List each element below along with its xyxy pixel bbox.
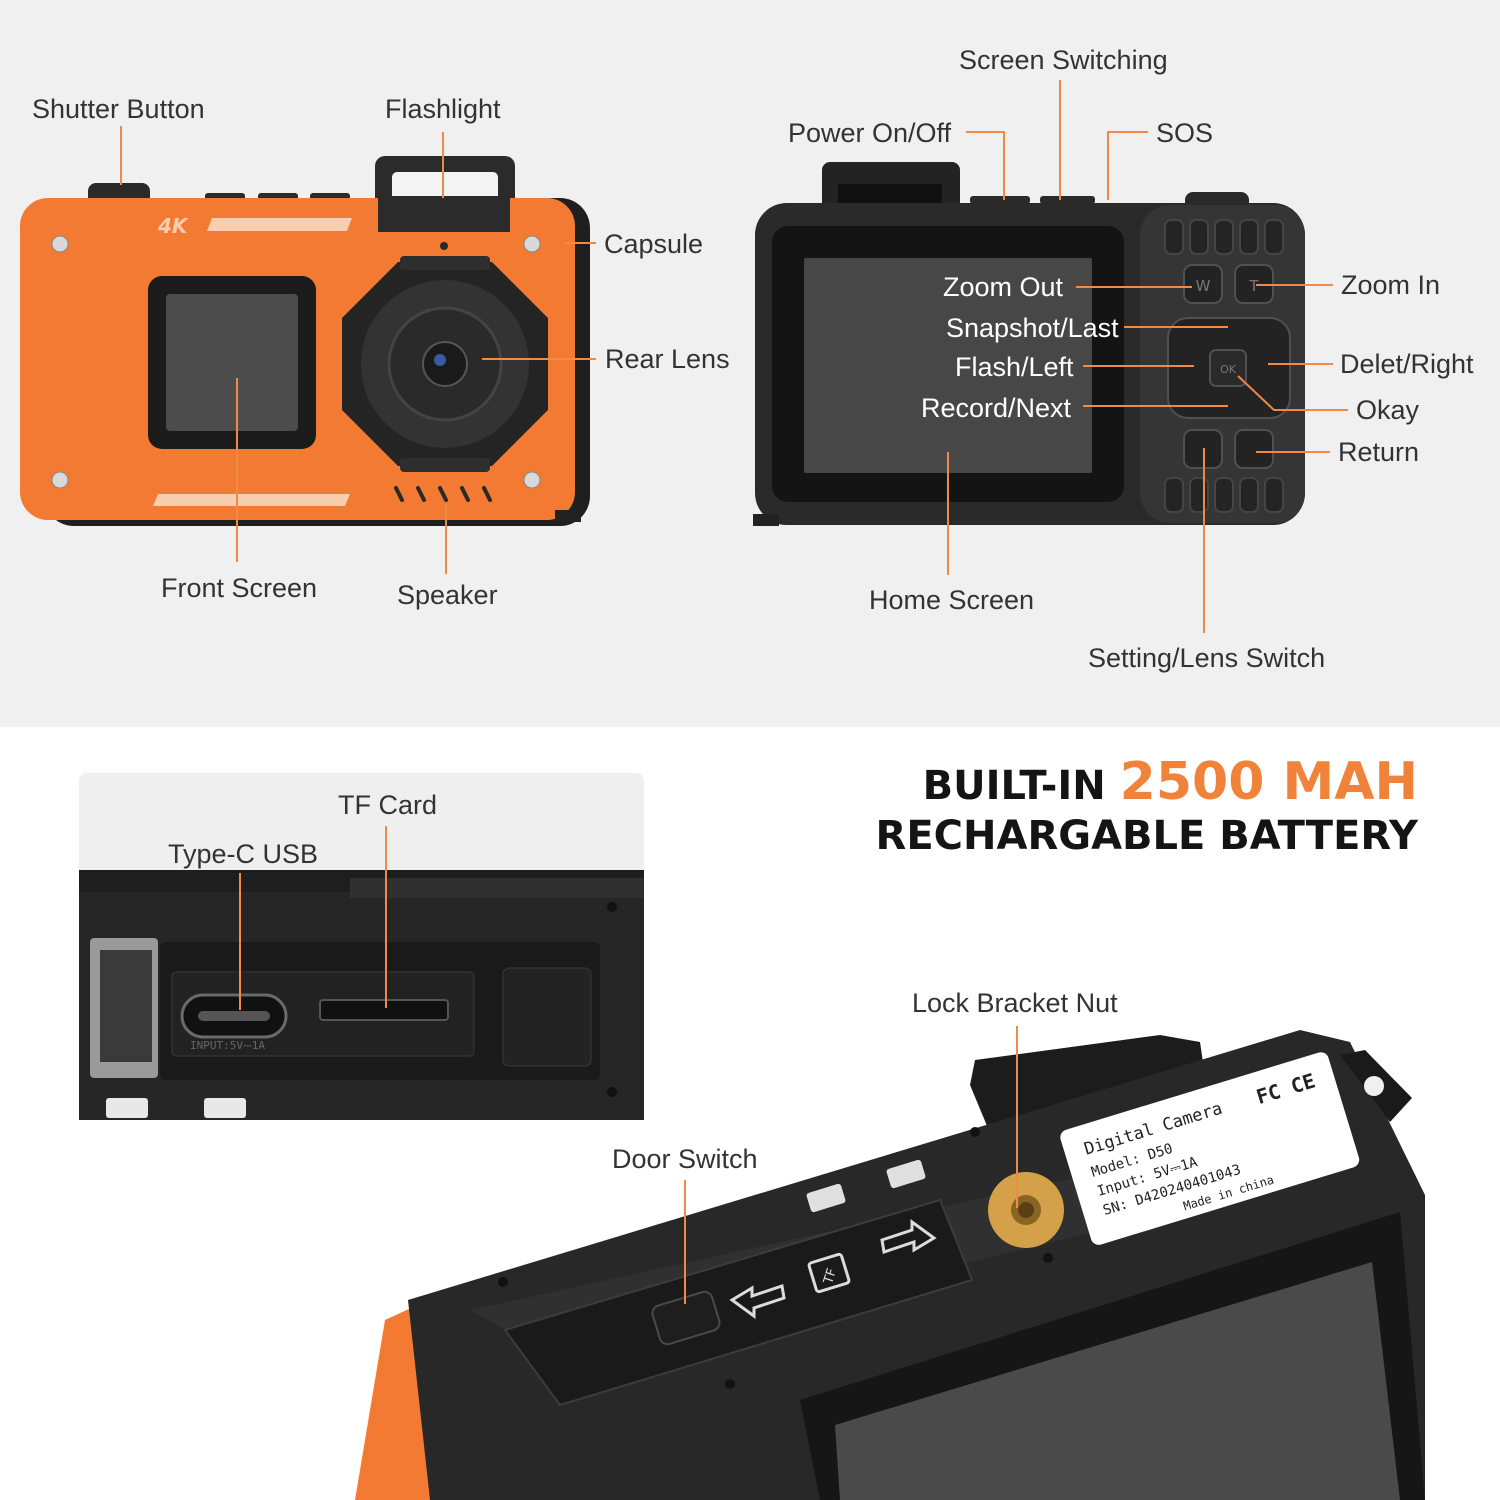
w-glyph: W <box>1196 277 1211 295</box>
t-glyph: T <box>1248 277 1259 295</box>
return-button-shape <box>1234 429 1274 469</box>
zoom-out-button-shape <box>1183 264 1223 304</box>
battery-door <box>503 1198 974 1407</box>
label-setting-lens-switch: Setting/Lens Switch <box>1088 643 1326 673</box>
headline-capacity: 2500 MAH <box>1119 752 1418 812</box>
ok-glyph: OK <box>1220 363 1237 376</box>
label-speaker: Speaker <box>397 580 498 610</box>
ports-closeup: INPUT:5V⎓1A <box>79 773 644 1120</box>
front-camera-illustration: 4K <box>20 156 590 526</box>
label-rear-lens: Rear Lens <box>605 344 730 374</box>
label-tf-card: TF Card <box>338 790 438 820</box>
bottom-screen-display <box>835 1262 1400 1500</box>
back-leader-lines <box>947 80 1348 633</box>
label-okay: Okay <box>1356 395 1420 425</box>
badge-4k: 4K <box>157 214 189 238</box>
label-return: Return <box>1338 437 1420 467</box>
label-lock-bracket-nut: Lock Bracket Nut <box>912 988 1118 1018</box>
bottom-camera-illustration: TF Digital Camera Model: D50 Input: 5V⎓1… <box>355 1030 1425 1500</box>
label-capsule: Capsule <box>604 229 704 259</box>
label-delete-right: Delet/Right <box>1340 349 1474 379</box>
speaker-grille <box>394 486 492 502</box>
back-camera-illustration: W T OK <box>753 162 1305 526</box>
label-snapshot-last: Snapshot/Last <box>946 313 1119 343</box>
door-switch-shape <box>651 1290 721 1346</box>
label-front-screen: Front Screen <box>161 573 318 603</box>
label-sos: SOS <box>1156 118 1214 148</box>
ok-button-shape <box>1209 349 1247 387</box>
home-screen-display <box>804 258 1092 473</box>
headline-line-2: RECHARGABLE BATTERY <box>875 813 1418 859</box>
label-door-switch: Door Switch <box>612 1144 758 1174</box>
port-marking-text: INPUT:5V⎓1A <box>190 1039 265 1052</box>
label-flashlight: Flashlight <box>385 94 501 124</box>
capsule-mic <box>440 242 448 250</box>
label-record-next: Record/Next <box>921 393 1072 423</box>
headline-prefix: BUILT-IN <box>922 763 1120 809</box>
front-screen-display <box>166 294 298 431</box>
tf-card-slot-shape <box>319 999 449 1021</box>
spec-sticker <box>1060 1052 1360 1245</box>
label-zoom-out: Zoom Out <box>943 272 1064 302</box>
label-type-c-usb: Type-C USB <box>168 839 319 869</box>
label-flash-left: Flash/Left <box>955 352 1074 382</box>
bottom-leader-lines <box>684 1026 1018 1304</box>
label-screen-switching: Screen Switching <box>959 45 1168 75</box>
label-shutter-button: Shutter Button <box>32 94 205 124</box>
front-leader-lines <box>120 126 596 574</box>
label-zoom-in: Zoom In <box>1341 270 1441 300</box>
headline-line-1: BUILT-IN 2500 MAH <box>923 756 1418 808</box>
tf-symbol-text: TF <box>821 1267 840 1287</box>
label-power-on-off: Power On/Off <box>788 118 952 148</box>
ports-leader-lines <box>239 826 387 1010</box>
label-home-screen: Home Screen <box>869 585 1035 615</box>
